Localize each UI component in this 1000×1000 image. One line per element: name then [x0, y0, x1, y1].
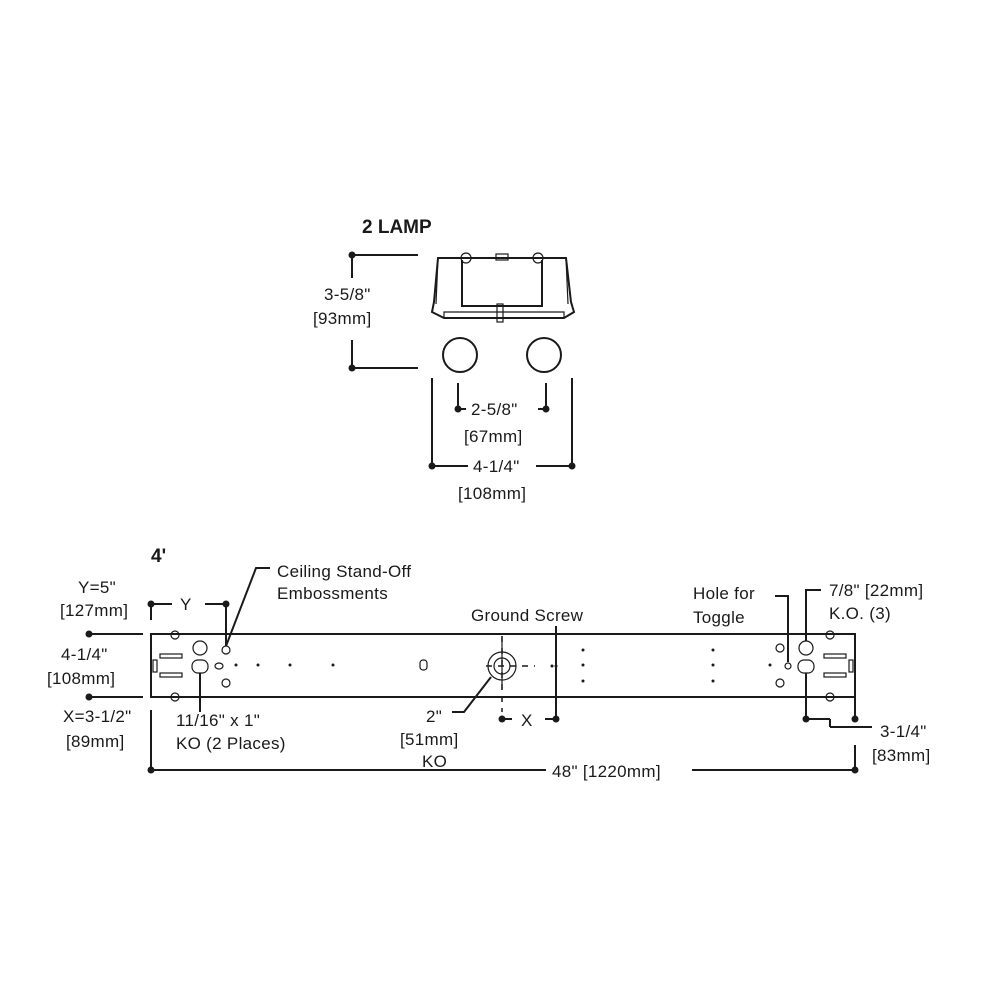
ko-2-leader	[452, 676, 492, 713]
top-width-dimension	[428, 378, 576, 470]
end-dimension	[802, 673, 872, 728]
x-dimension	[498, 666, 560, 723]
height-dimension	[348, 251, 418, 372]
top-width-inches-label: 4-1/4"	[473, 457, 520, 476]
hole-toggle-leader	[775, 595, 789, 662]
y-label: Y	[180, 595, 192, 614]
ko-2-label-3: KO	[422, 752, 447, 771]
ceiling-standoff-label-2: Embossments	[277, 584, 388, 603]
right-end-details	[775, 630, 854, 702]
hole-toggle-label-1: Hole for	[693, 584, 755, 603]
lamp-right	[526, 337, 562, 373]
lamp-spacing-dimension	[454, 383, 550, 413]
ko-2-label-2: [51mm]	[400, 730, 458, 749]
ko-78-leader	[805, 589, 821, 641]
top-view-title: 2 LAMP	[362, 217, 432, 238]
ko-2-label-1: 2"	[426, 707, 442, 726]
ground-screw-label: Ground Screw	[471, 606, 584, 625]
end-dim-mm-label: [83mm]	[872, 746, 930, 765]
ko-1116-label-1: 11/16" x 1"	[176, 711, 260, 730]
plan-width-inches-label: 4-1/4"	[61, 645, 108, 664]
plan-width-mm-label: [108mm]	[47, 669, 115, 688]
ko-78-label-1: 7/8" [22mm]	[829, 581, 923, 600]
y-dimension	[147, 600, 230, 646]
length-label: 48" [1220mm]	[552, 762, 661, 781]
height-mm-label: [93mm]	[313, 309, 371, 328]
ko-1116-label-2: KO (2 Places)	[176, 734, 286, 753]
lamp-left	[442, 337, 478, 373]
x-label: X	[521, 711, 533, 730]
housing-cross-section	[430, 252, 576, 323]
lamp-spacing-mm-label: [67mm]	[464, 427, 522, 446]
end-dim-inches-label: 3-1/4"	[880, 722, 927, 741]
x-dim-mm-label: [89mm]	[66, 732, 124, 751]
top-width-mm-label: [108mm]	[458, 484, 526, 503]
x-dim-label: X=3-1/2"	[63, 707, 131, 726]
ground-screw-ko	[486, 636, 558, 712]
ceiling-standoff-label-1: Ceiling Stand-Off	[277, 562, 411, 581]
left-end-details	[152, 630, 428, 702]
ko-78-label-2: K.O. (3)	[829, 604, 891, 623]
housing-plan-outline	[150, 633, 856, 698]
hole-toggle-label-2: Toggle	[693, 608, 745, 627]
lamp-spacing-inches-label: 2-5/8"	[471, 400, 518, 419]
mounting-holes	[581, 648, 772, 683]
length-dimension	[147, 710, 859, 774]
height-inches-label: 3-5/8"	[324, 285, 371, 304]
y-dim-label: Y=5"	[78, 578, 116, 597]
ceiling-standoff-leader	[225, 567, 270, 647]
y-dim-mm-label: [127mm]	[60, 601, 128, 620]
bottom-view-title: 4'	[151, 546, 166, 567]
plan-width-dimension	[85, 630, 143, 701]
